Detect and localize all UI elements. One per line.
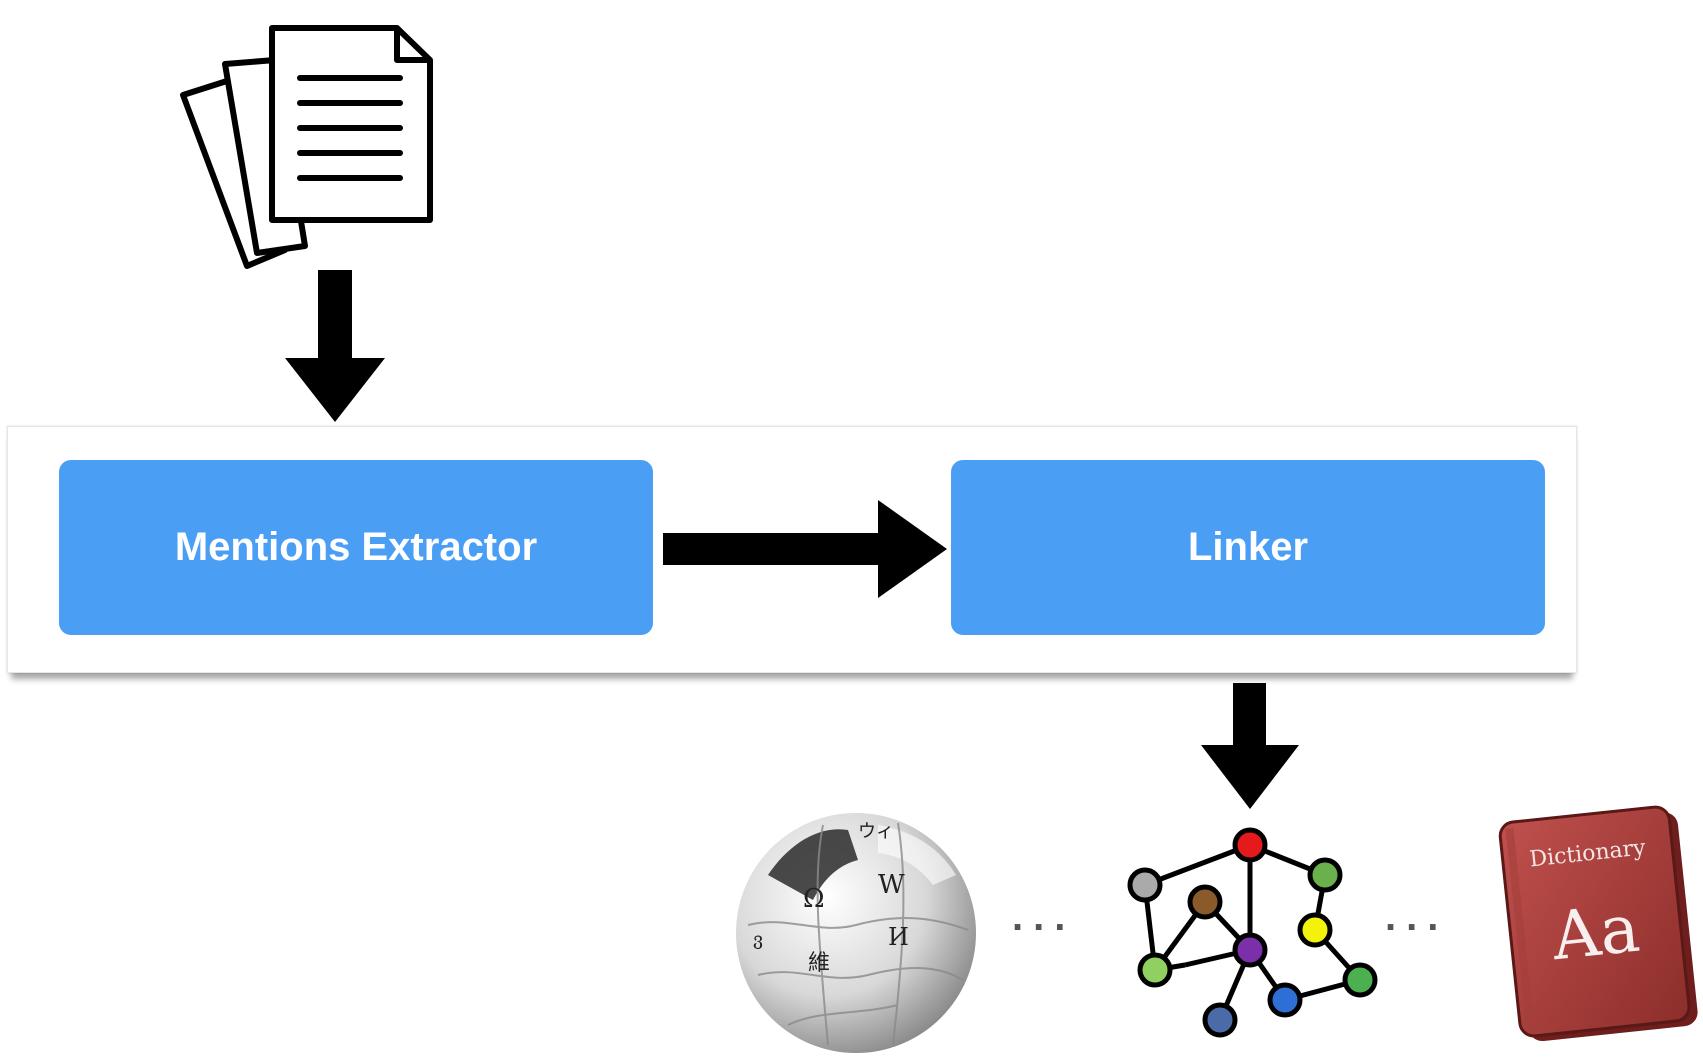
kb-separator-right: ... xyxy=(1385,895,1449,939)
kb-separator-left: ... xyxy=(1012,895,1076,939)
input-arrow xyxy=(285,270,385,422)
knowledge-graph-icon xyxy=(1127,827,1378,1038)
linker-box: Linker xyxy=(951,460,1545,635)
graph-node xyxy=(1127,867,1163,903)
mentions-extractor-label: Mentions Extractor xyxy=(174,525,538,569)
wiki-glyph-wi: ウィ xyxy=(858,821,894,842)
graph-node xyxy=(1187,884,1223,920)
extractor-to-linker-arrow xyxy=(663,500,947,598)
graph-node xyxy=(1297,912,1333,948)
mentions-extractor-box: Mentions Extractor xyxy=(59,460,653,635)
graph-node xyxy=(1202,1002,1238,1038)
graph-node xyxy=(1267,982,1303,1018)
wiki-glyph-i: И xyxy=(888,923,909,951)
documents-icon xyxy=(180,25,433,269)
graph-node xyxy=(1307,857,1343,893)
graph-node xyxy=(1137,952,1173,988)
wiki-glyph-wei: 維 xyxy=(808,951,830,976)
wiki-glyph-w: W xyxy=(878,870,905,900)
output-arrow xyxy=(1201,683,1299,809)
graph-node xyxy=(1232,827,1268,863)
wiki-glyph-omega: Ω xyxy=(803,884,825,914)
graph-node xyxy=(1232,932,1268,968)
wiki-glyph-georgian: ვ xyxy=(753,929,763,950)
dictionary-book-icon: Dictionary Aa xyxy=(1498,805,1698,1042)
dictionary-glyph: Aa xyxy=(1547,890,1643,976)
wikipedia-globe-icon: Ω W И 維 ウィ ვ xyxy=(736,813,976,1053)
graph-node xyxy=(1342,962,1378,998)
linker-label: Linker xyxy=(1187,525,1309,569)
